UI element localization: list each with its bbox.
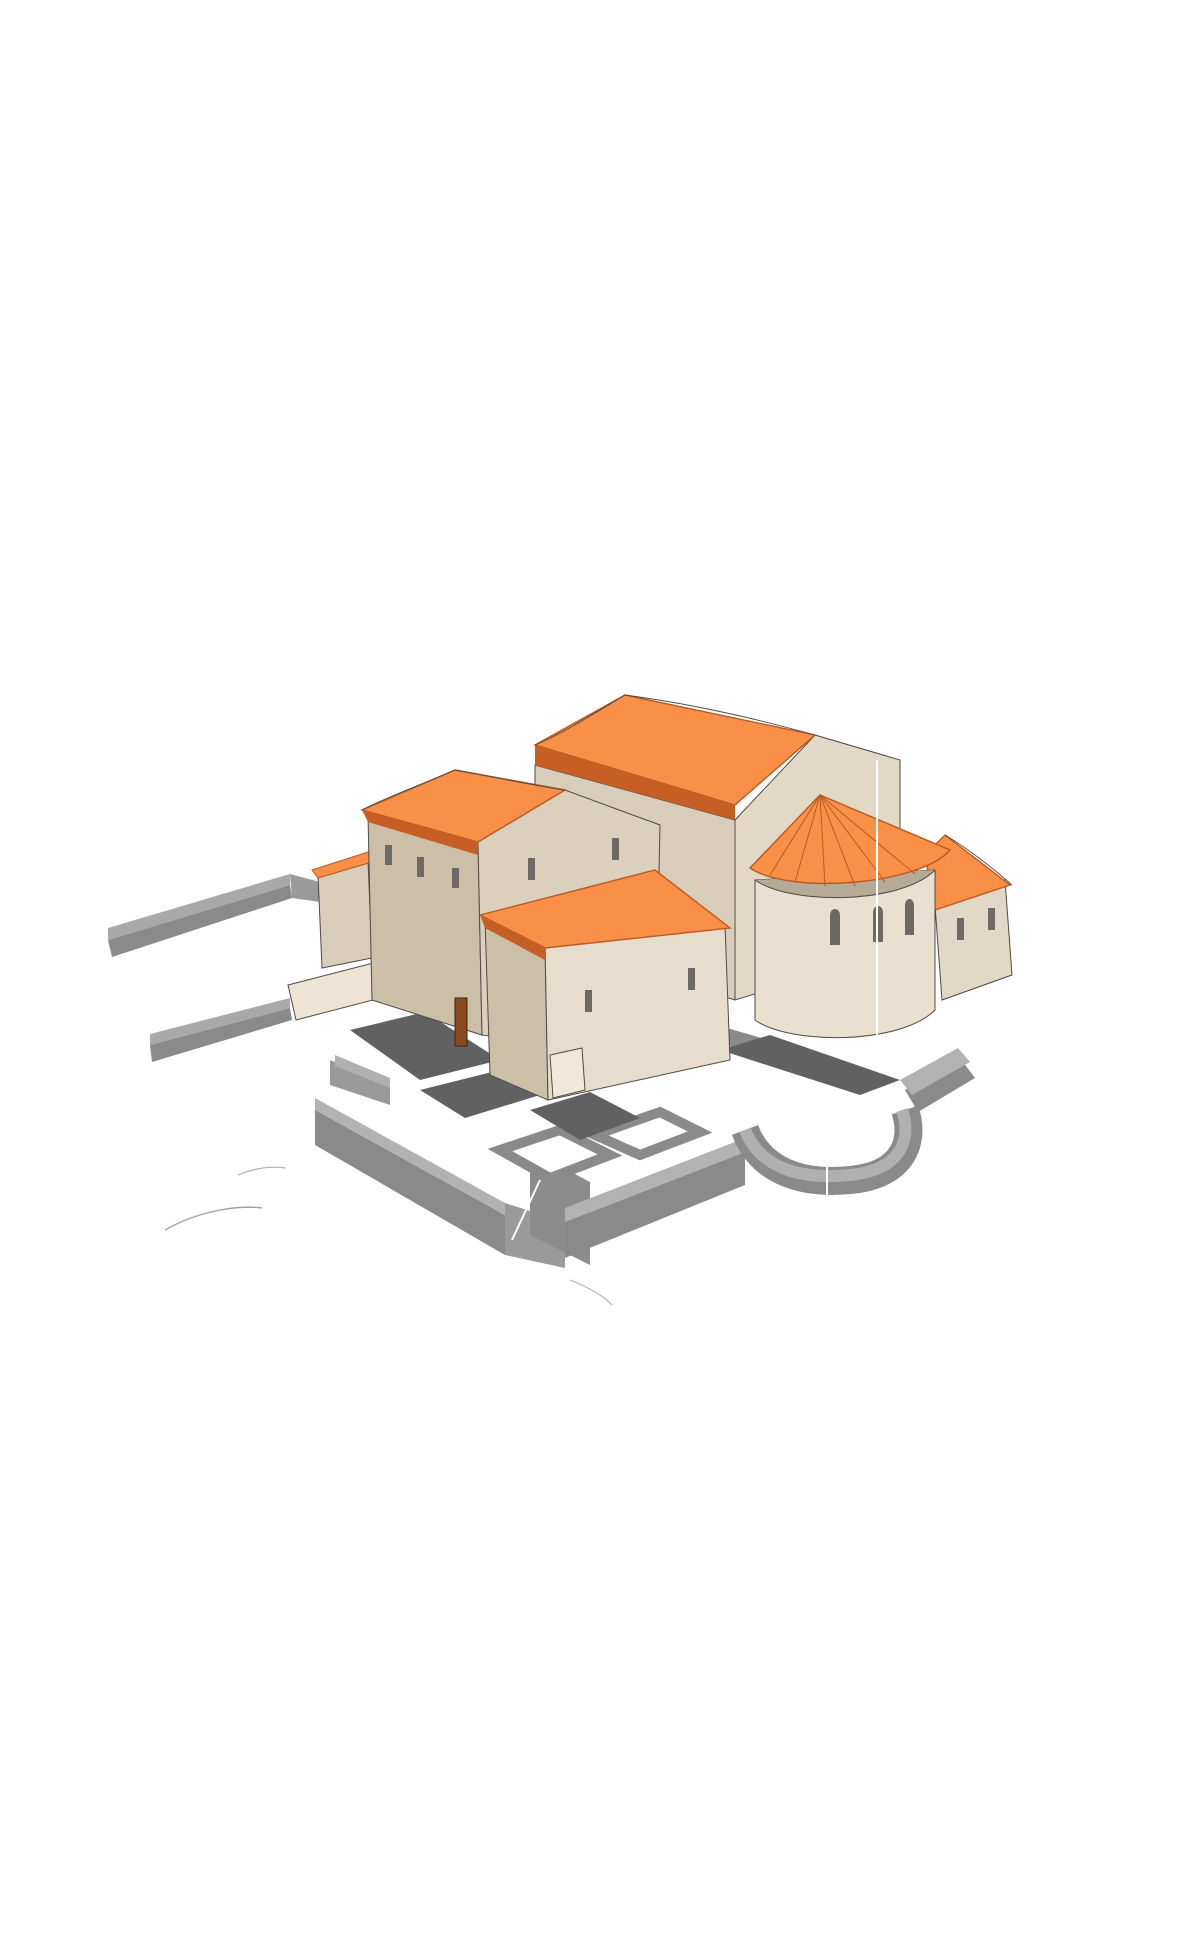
window: [957, 918, 964, 940]
foundation-south-wall: [565, 1138, 745, 1258]
foundation-inner-rooms: [487, 1106, 713, 1184]
sketch-outlines: [361, 694, 1013, 886]
south-aisle-block: [454, 869, 732, 1101]
foundation-apse: [731, 1105, 923, 1195]
foundation-ruins: [108, 874, 975, 1306]
ground-sketch-arc: [164, 1206, 263, 1231]
foundation-wall-lower-left: [150, 998, 292, 1062]
window: [612, 838, 619, 860]
church-building: [287, 694, 1013, 1241]
apse-roof-ribs: [769, 794, 916, 887]
window: [452, 868, 459, 888]
window: [417, 857, 424, 877]
apse: [748, 794, 952, 1039]
window: [688, 968, 695, 990]
door: [454, 997, 468, 1047]
foundation-wall-upper-left: [108, 874, 320, 957]
ground-sketch-arc: [569, 1279, 613, 1306]
ground-sketch-arc: [237, 1166, 287, 1176]
sketch-lines: [511, 760, 878, 1241]
west-annex: [287, 851, 393, 1021]
window: [385, 845, 392, 865]
window: [585, 990, 592, 1012]
arched-window: [905, 899, 914, 935]
ground-shadows: [350, 1012, 900, 1140]
window: [988, 908, 995, 930]
window: [528, 858, 535, 880]
arched-window: [830, 909, 840, 945]
